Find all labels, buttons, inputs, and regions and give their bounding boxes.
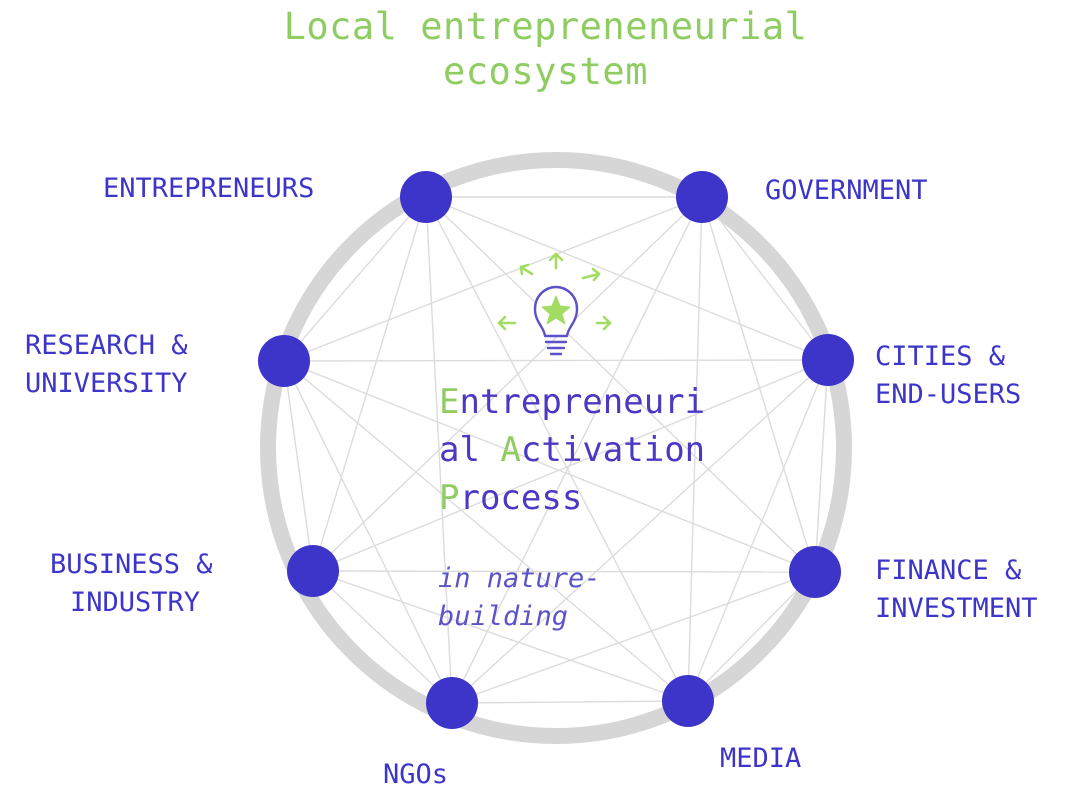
center-title-line-3-rest: rocess — [459, 478, 583, 518]
connection-mesh — [283, 196, 829, 704]
lightbulb-star-icon — [497, 252, 612, 356]
label-research-line-2: UNIVERSITY — [25, 368, 188, 399]
connection-research-media — [283, 360, 689, 702]
connection-research-finance — [283, 360, 816, 573]
label-cities-line-2: END-USERS — [875, 379, 1022, 410]
center-subtitle-line-1: in nature- — [438, 563, 601, 594]
label-business-line-2: INDUSTRY — [70, 587, 201, 618]
label-business-industry: BUSINESS & INDUSTRY — [50, 546, 213, 622]
ecosystem-ring — [260, 152, 852, 744]
node-research — [258, 335, 310, 387]
center-title-initial-a: A — [500, 430, 521, 470]
connection-business-media — [312, 570, 689, 702]
center-title-initial-e: E — [439, 382, 460, 422]
label-cities-end-users: CITIES & END-USERS — [875, 338, 1021, 414]
connection-entrepreneurs-business — [312, 196, 427, 572]
center-title-line-1-rest: ntrepreneuri — [459, 382, 706, 422]
connection-entrepreneurs-finance — [425, 196, 816, 573]
node-cities — [802, 334, 854, 386]
center-title-line-2-rest: ctivation — [520, 430, 706, 470]
connection-entrepreneurs-research — [283, 196, 427, 362]
diagram-title-line-2: ecosystem — [443, 50, 648, 93]
connection-cities-business — [312, 359, 829, 572]
node-circles — [258, 171, 854, 729]
connection-government-research — [283, 196, 703, 362]
connection-government-business — [312, 196, 703, 572]
label-finance-line-1: FINANCE & — [875, 555, 1022, 586]
center-title: Entrepreneuri al Activation Process — [439, 378, 705, 522]
connection-finance-media — [687, 571, 816, 702]
connection-ngos-media — [451, 700, 689, 704]
connection-research-cities — [283, 359, 829, 362]
center-subtitle-line-2: building — [438, 601, 569, 632]
center-title-line-1: Entrepreneuri — [439, 378, 705, 426]
connection-cities-finance — [814, 359, 829, 573]
connection-business-finance — [312, 570, 816, 573]
label-research-line-1: RESEARCH & — [25, 330, 188, 361]
label-government: GOVERNMENT — [765, 172, 928, 210]
node-government — [676, 171, 728, 223]
label-finance-line-2: INVESTMENT — [875, 593, 1038, 624]
connection-cities-ngos — [451, 359, 829, 704]
label-ngos-line-1: NGOs — [383, 759, 449, 790]
diagram-title-line-1: Local entrepreneneurial — [283, 5, 808, 48]
label-media: MEDIA — [720, 740, 801, 778]
connection-cities-media — [687, 359, 829, 702]
connection-government-finance — [701, 196, 816, 573]
label-business-line-1: BUSINESS & — [50, 549, 213, 580]
connection-business-ngos — [312, 570, 453, 704]
node-business — [287, 545, 339, 597]
center-title-line-2: al Activation — [439, 426, 705, 474]
center-title-initial-p: P — [439, 478, 460, 518]
connection-government-cities — [701, 196, 829, 361]
label-cities-line-1: CITIES & — [875, 341, 1006, 372]
connection-research-ngos — [283, 360, 453, 704]
label-entrepreneurs-line-1: ENTREPRENEURS — [103, 173, 315, 204]
label-ngos: NGOs — [383, 756, 448, 794]
connection-research-business — [283, 360, 314, 572]
connection-entrepreneurs-cities — [425, 196, 829, 361]
node-media — [662, 675, 714, 727]
label-finance-investment: FINANCE & INVESTMENT — [875, 552, 1038, 628]
label-research-university: RESEARCH & UNIVERSITY — [25, 327, 188, 403]
label-media-line-1: MEDIA — [720, 743, 802, 774]
center-title-line-3: Process — [439, 474, 705, 522]
connection-entrepreneurs-media — [425, 196, 689, 702]
node-entrepreneurs — [400, 171, 452, 223]
label-entrepreneurs: ENTREPRENEURS — [103, 170, 314, 208]
node-finance — [789, 546, 841, 598]
node-ngos — [426, 677, 478, 729]
center-title-line-2-prefix: al — [439, 430, 501, 470]
label-government-line-1: GOVERNMENT — [765, 175, 928, 206]
connection-government-ngos — [451, 196, 703, 704]
center-subtitle: in nature- building — [438, 560, 601, 636]
connection-finance-ngos — [451, 571, 816, 704]
